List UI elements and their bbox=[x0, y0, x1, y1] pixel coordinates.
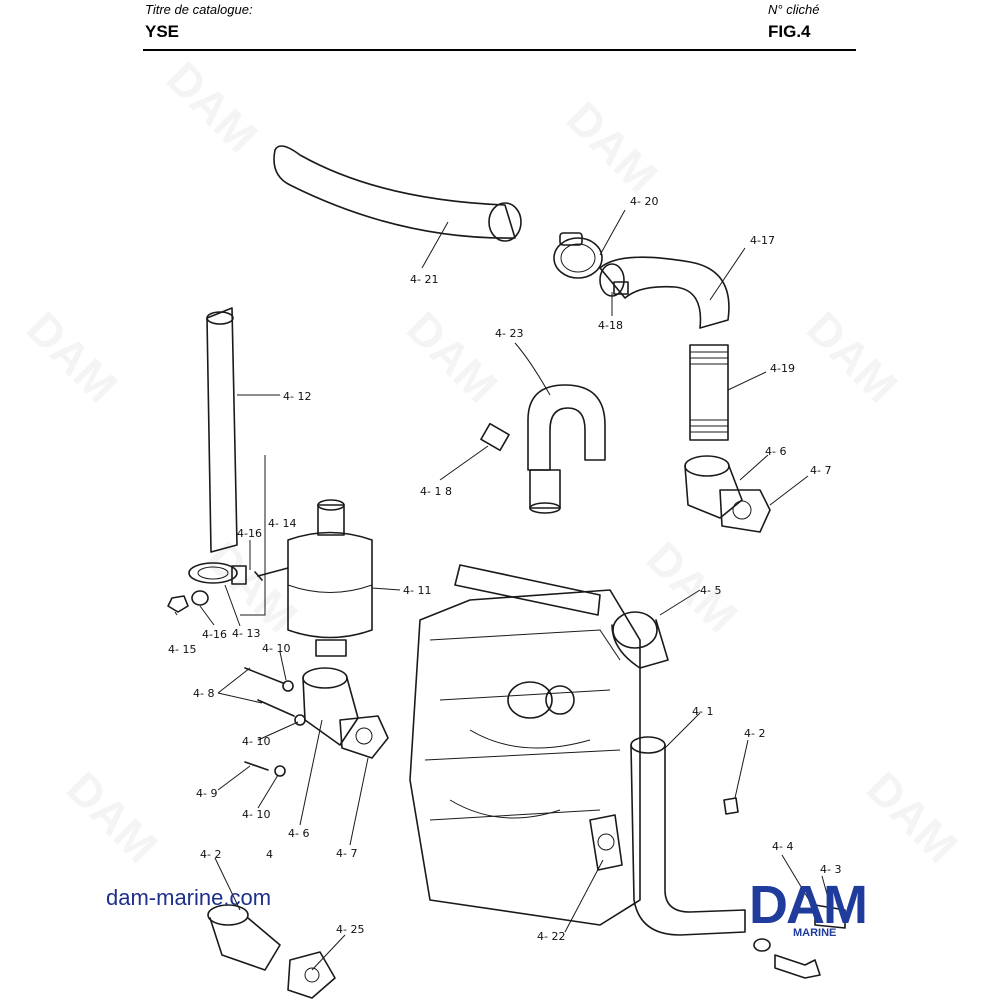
part-exhaust-elbow bbox=[611, 611, 669, 669]
label-4-4: 4- 4 bbox=[772, 840, 793, 853]
part-j-pipe bbox=[630, 736, 746, 936]
label-4-17: 4-17 bbox=[750, 234, 775, 247]
label-4-25: 4- 25 bbox=[336, 923, 364, 936]
part-silencer bbox=[287, 499, 373, 657]
part-nut bbox=[167, 595, 189, 613]
label-4-22: 4- 22 bbox=[537, 930, 565, 943]
brand-logo: DAM MARINE bbox=[715, 875, 900, 945]
part-washer bbox=[191, 590, 209, 606]
label-4-10: 4- 10 bbox=[242, 735, 270, 748]
label-4-10: 4- 10 bbox=[262, 642, 290, 655]
label-4-1: 4- 1 bbox=[692, 705, 713, 718]
part-engine-block bbox=[409, 564, 641, 926]
label-4-6: 4- 6 bbox=[288, 827, 309, 840]
label-4: 4 bbox=[266, 848, 273, 861]
label-4-3: 4- 3 bbox=[820, 863, 841, 876]
plate-number-value: FIG.4 bbox=[768, 22, 811, 41]
logo-subtext: MARINE bbox=[793, 927, 837, 939]
label-4-5: 4- 5 bbox=[700, 584, 721, 597]
label-4-16: 4-16 bbox=[237, 527, 262, 540]
label-4-6: 4- 6 bbox=[765, 445, 786, 458]
part-elbow-bottom bbox=[207, 904, 336, 999]
part-u-bend bbox=[527, 384, 606, 514]
part-clamp-bolt bbox=[254, 567, 289, 581]
label-4-8: 4- 8 bbox=[193, 687, 214, 700]
part-exhaust-hose bbox=[273, 145, 522, 242]
label-4-18: 4-18 bbox=[598, 319, 623, 332]
label-4-12: 4- 12 bbox=[283, 390, 311, 403]
label-4-7: 4- 7 bbox=[810, 464, 831, 477]
catalog-title-value: YSE bbox=[145, 22, 180, 41]
label-4-19: 4-19 bbox=[770, 362, 795, 375]
part-hose-clamp bbox=[553, 232, 603, 279]
label-4-21: 4- 21 bbox=[410, 273, 438, 286]
part-elbow-left bbox=[302, 667, 389, 759]
part-bolt-set bbox=[753, 904, 846, 979]
label-4-18: 4- 1 8 bbox=[420, 485, 452, 498]
header-rule bbox=[143, 49, 856, 51]
part-bolts bbox=[244, 667, 306, 777]
leader-lines bbox=[174, 209, 831, 971]
label-4-2: 4- 2 bbox=[744, 727, 765, 740]
part-small-fitting bbox=[480, 422, 510, 452]
label-4-20: 4- 20 bbox=[630, 195, 658, 208]
part-elbow-right bbox=[684, 455, 771, 533]
label-4-23: 4- 23 bbox=[495, 327, 523, 340]
label-4-11: 4- 11 bbox=[403, 584, 431, 597]
part-threaded-nipple bbox=[689, 344, 729, 441]
website-link[interactable]: dam-marine.com bbox=[106, 885, 272, 910]
label-4-16: 4-16 bbox=[202, 628, 227, 641]
part-bent-hose bbox=[599, 256, 730, 329]
label-4-13: 4- 13 bbox=[232, 627, 260, 640]
label-4-15: 4- 15 bbox=[168, 643, 196, 656]
logo-text: DAM bbox=[749, 875, 868, 935]
part-pipe-clamp bbox=[188, 562, 247, 585]
part-gasket bbox=[589, 814, 623, 871]
label-4-14: 4- 14 bbox=[268, 517, 296, 530]
part-tailpipe bbox=[206, 307, 238, 553]
plate-number-label: N° cliché bbox=[768, 2, 820, 17]
label-4-2: 4- 2 bbox=[200, 848, 221, 861]
label-4-10: 4- 10 bbox=[242, 808, 270, 821]
part-drain-plug bbox=[723, 797, 739, 815]
catalog-title-label: Titre de catalogue: bbox=[145, 2, 253, 17]
label-4-7: 4- 7 bbox=[336, 847, 357, 860]
label-4-9: 4- 9 bbox=[196, 787, 217, 800]
